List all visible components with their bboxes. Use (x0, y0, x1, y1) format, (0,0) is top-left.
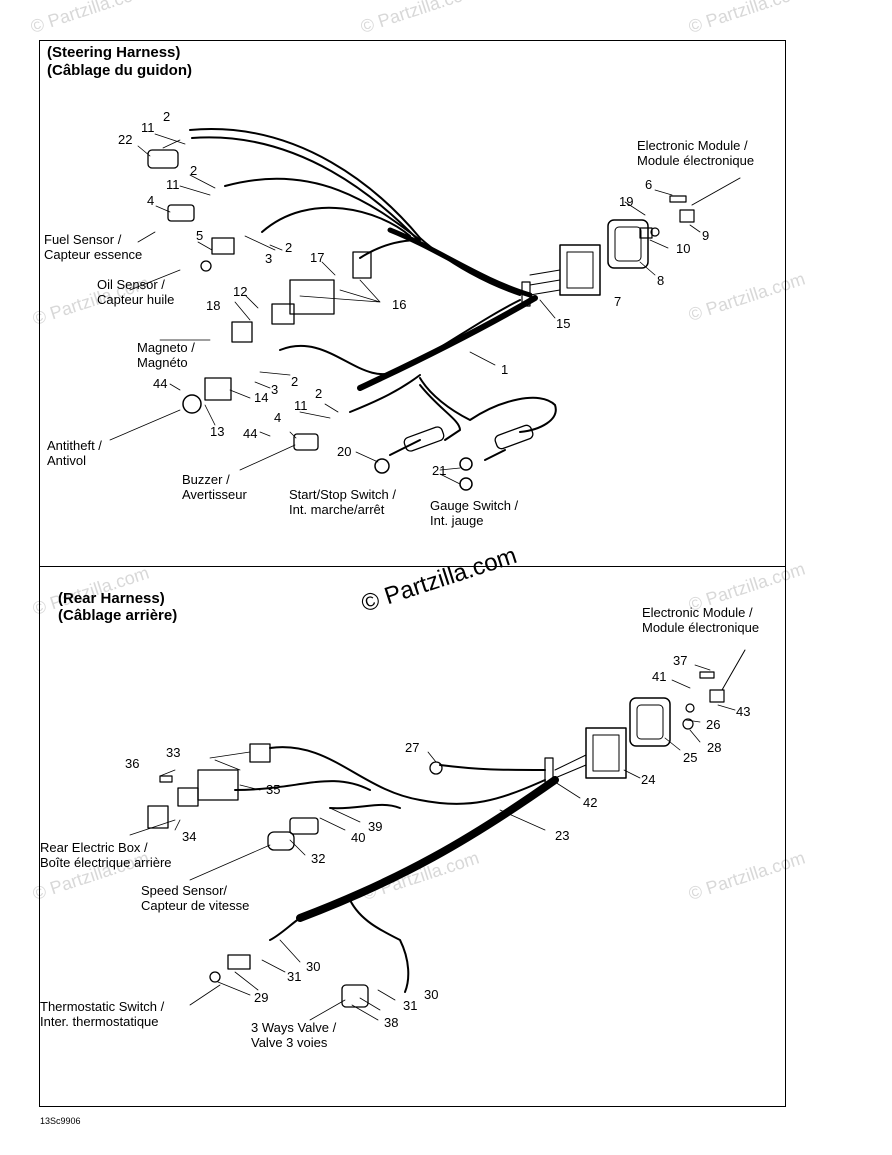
callout: 41 (652, 669, 667, 684)
callout: 19 (619, 194, 634, 209)
callout: 13 (210, 424, 225, 439)
callout: 8 (657, 273, 665, 288)
label-magneto: Magneto /Magnéto (137, 340, 195, 370)
label-start-stop-switch: Start/Stop Switch /Int. marche/arrêt (289, 487, 396, 517)
steering-title-fr: (Câblage du guidon) (47, 62, 192, 79)
callout: 39 (368, 819, 383, 834)
callout: 42 (583, 795, 598, 810)
rear-title-fr: (Câblage arrière) (58, 607, 178, 624)
label-rear-electric-box: Rear Electric Box /Boîte électrique arri… (40, 840, 172, 870)
callout: 30 (424, 987, 439, 1002)
callout: 44 (153, 376, 168, 391)
callout: 1 (501, 362, 509, 377)
callout: 21 (432, 463, 447, 478)
callout: 18 (206, 298, 221, 313)
callout: 2 (291, 374, 299, 389)
callout: 38 (384, 1015, 399, 1030)
callout: 2 (285, 240, 293, 255)
callout: 24 (641, 772, 656, 787)
label-antitheft: Antitheft /Antivol (47, 438, 102, 468)
label-buzzer: Buzzer /Avertisseur (182, 472, 247, 502)
callout: 9 (702, 228, 710, 243)
callout: 36 (125, 756, 140, 771)
callout: 10 (676, 241, 691, 256)
figure-code: 13Sc9906 (40, 1116, 81, 1126)
callout: 22 (118, 132, 133, 147)
callout: 2 (190, 163, 198, 178)
callout: 6 (645, 177, 653, 192)
callout: 35 (266, 782, 281, 797)
callout: 3 (271, 382, 279, 397)
label-gauge-switch: Gauge Switch /Int. jauge (430, 498, 519, 528)
callout: 14 (254, 390, 269, 405)
callout: 37 (673, 653, 688, 668)
steering-title-en: (Steering Harness) (47, 44, 181, 61)
callout: 2 (163, 109, 171, 124)
callout: 16 (392, 297, 407, 312)
label-speed-sensor: Speed Sensor/Capteur de vitesse (141, 883, 250, 913)
callout: 27 (405, 740, 420, 755)
callout: 29 (254, 990, 269, 1005)
callout: 43 (736, 704, 751, 719)
callout: 4 (147, 193, 155, 208)
label-thermostatic-switch: Thermostatic Switch /Inter. thermostatiq… (40, 999, 165, 1029)
callout: 11 (141, 120, 155, 135)
callout: 32 (311, 851, 326, 866)
callout: 40 (351, 830, 366, 845)
label-three-way-valve: 3 Ways Valve /Valve 3 voies (251, 1020, 337, 1050)
label-oil-sensor: Oil Sensor /Capteur huile (97, 277, 175, 307)
callout: 15 (556, 316, 571, 331)
callout: 26 (706, 717, 721, 732)
callout: 33 (166, 745, 181, 760)
callout: 25 (683, 750, 698, 765)
callout: 5 (196, 228, 204, 243)
callout: 23 (555, 828, 570, 843)
callout: 31 (287, 969, 302, 984)
label-electronic-module-2: Electronic Module /Module électronique (642, 605, 760, 635)
callout: 12 (233, 284, 248, 299)
callout: 3 (265, 251, 273, 266)
callout: 17 (310, 250, 325, 265)
callout: 34 (182, 829, 197, 844)
callout: 11 (166, 177, 180, 192)
callout: 11 (294, 398, 308, 413)
callout: 4 (274, 410, 282, 425)
diagram-frame (39, 40, 786, 1107)
rear-title-en: (Rear Harness) (58, 590, 165, 607)
callout: 30 (306, 959, 321, 974)
section-divider (39, 566, 786, 567)
label-fuel-sensor: Fuel Sensor /Capteur essence (44, 232, 143, 262)
callout: 44 (243, 426, 258, 441)
callout: 31 (403, 998, 418, 1013)
callout: 7 (614, 294, 622, 309)
callout: 2 (315, 386, 323, 401)
callout: 28 (707, 740, 722, 755)
label-electronic-module-1: Electronic Module /Module électronique (637, 138, 755, 168)
callout: 20 (337, 444, 352, 459)
